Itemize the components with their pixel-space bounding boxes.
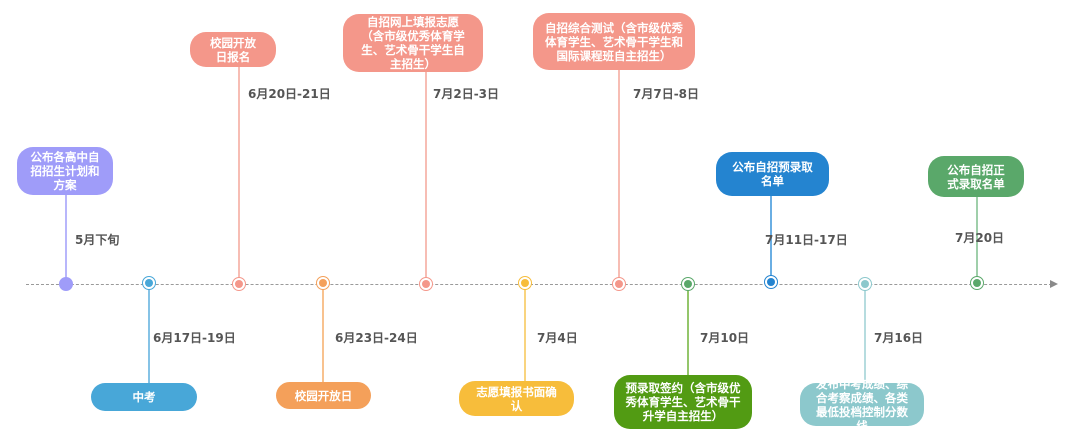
event-box-comprehensive-test: 自招综合测试（含市级优秀体育学生、艺术骨干学生和国际课程班自主招生） (533, 13, 695, 70)
timeline-node (316, 276, 330, 290)
connector-line (238, 67, 240, 284)
timeline-node (970, 276, 984, 290)
timeline-node (142, 276, 156, 290)
connector-line (65, 195, 67, 284)
event-date: 6月20日-21日 (248, 87, 331, 101)
event-box-written-confirmation: 志愿填报书面确认 (459, 381, 574, 416)
event-date: 7月2日-3日 (433, 87, 500, 101)
connector-line (322, 284, 324, 382)
event-date: 5月下旬 (75, 233, 120, 247)
connector-line (425, 72, 427, 284)
event-date: 7月16日 (874, 331, 924, 345)
event-date: 6月23日-24日 (335, 331, 418, 345)
event-box-publish-plan: 公布各高中自招招生计划和方案 (17, 147, 113, 195)
timeline-node (858, 277, 872, 291)
event-date: 7月4日 (537, 331, 578, 345)
event-box-open-day-signup: 校园开放日报名 (190, 32, 276, 67)
event-box-open-day: 校园开放日 (276, 382, 371, 409)
connector-line (976, 197, 978, 284)
connector-line (524, 284, 526, 381)
timeline-node (59, 277, 73, 291)
timeline-node (681, 277, 695, 291)
event-date: 7月11日-17日 (765, 233, 848, 247)
timeline-arrow-icon (1050, 280, 1058, 288)
connector-line (148, 284, 150, 383)
connector-line (618, 70, 620, 284)
event-date: 6月17日-19日 (153, 331, 236, 345)
event-box-online-application: 自招网上填报志愿（含市级优秀体育学生、艺术骨干学生自主招生） (343, 14, 483, 72)
timeline-node (764, 275, 778, 289)
event-date: 7月7日-8日 (633, 87, 700, 101)
connector-line (770, 196, 772, 284)
event-box-zhongkao: 中考 (91, 383, 197, 411)
event-date: 7月10日 (700, 331, 750, 345)
event-box-final-admission-list: 公布自招正式录取名单 (928, 156, 1024, 197)
timeline-node (232, 277, 246, 291)
event-date: 7月20日 (955, 231, 1005, 245)
timeline-node (518, 276, 532, 290)
event-box-pre-admission-signing: 预录取签约（含市级优秀体育学生、艺术骨干升学自主招生） (614, 375, 752, 429)
timeline-node (612, 277, 626, 291)
timeline-node (419, 277, 433, 291)
connector-line (864, 284, 866, 383)
event-box-pre-admission-list: 公布自招预录取名单 (716, 152, 829, 196)
event-box-publish-scores: 发布中考成绩、综合考察成绩、各类最低投档控制分数线 (800, 377, 924, 433)
timeline-axis (26, 284, 1052, 285)
connector-line (687, 284, 689, 375)
